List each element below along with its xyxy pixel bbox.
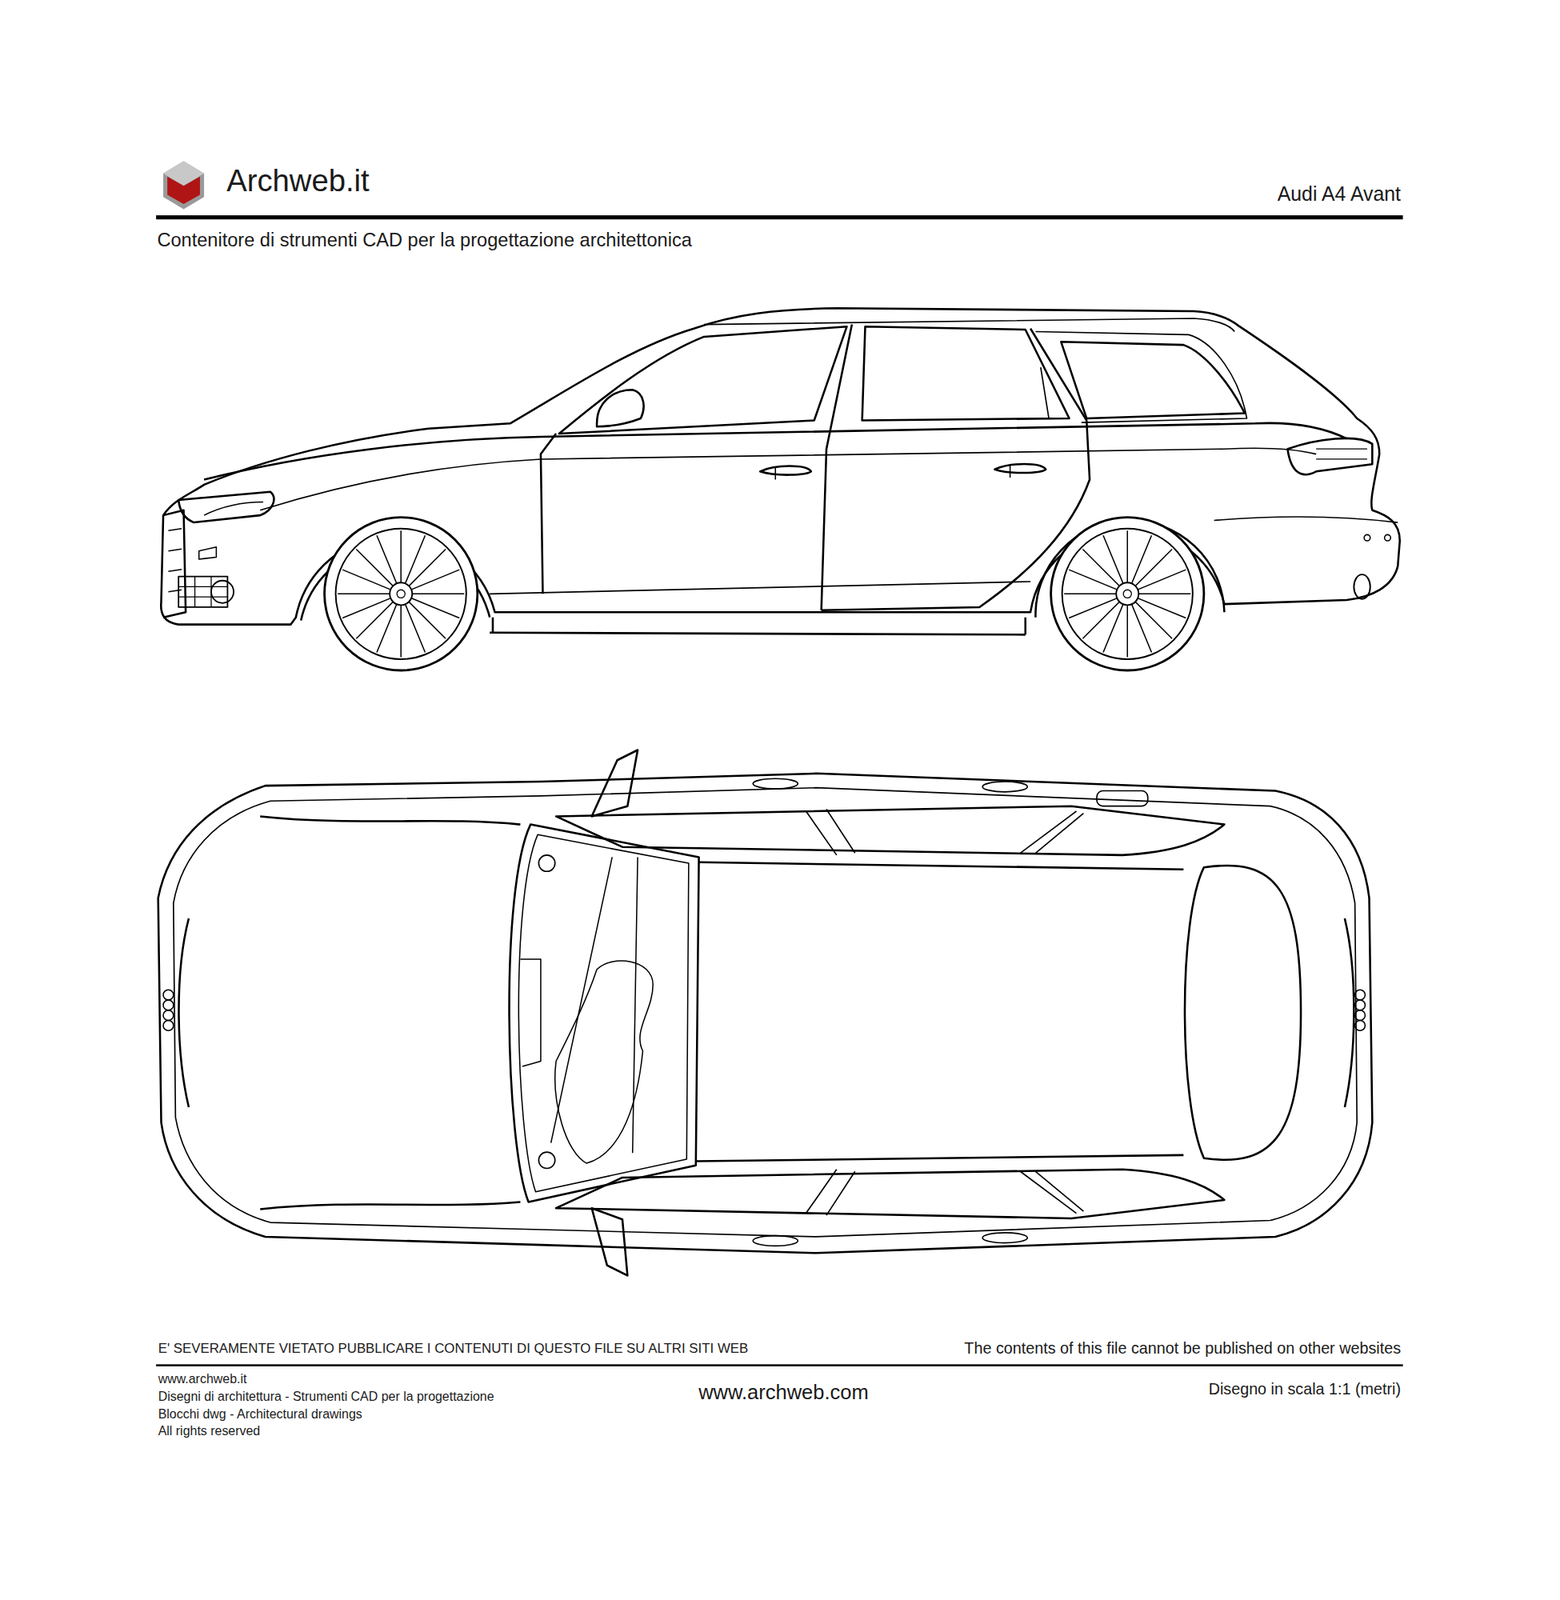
copyright-warning: E' SEVERAMENTE VIETATO PUBBLICARE I CONT… <box>158 1340 749 1356</box>
footer-note: Blocchi dwg - Architectural drawings <box>158 1406 363 1421</box>
top-view <box>158 750 1373 1276</box>
header-rule <box>156 215 1403 220</box>
copyright-note: The contents of this file cannot be publ… <box>964 1338 1401 1357</box>
footer-note: Disegni di architettura - Strumenti CAD … <box>158 1389 495 1404</box>
footer-rule <box>156 1364 1403 1367</box>
footer-note: All rights reserved <box>158 1424 261 1439</box>
brand-name: Archweb.it <box>226 163 370 199</box>
logo-cube <box>163 161 204 210</box>
subtitle: Contenitore di strumenti CAD per la prog… <box>156 229 692 252</box>
website: www.archweb.it <box>158 1372 248 1387</box>
website: www.archweb.com <box>698 1380 869 1404</box>
scale-note: Disegno in scala 1:1 (metri) <box>1208 1379 1401 1398</box>
sheet-title: Audi A4 Avant <box>1277 182 1401 206</box>
